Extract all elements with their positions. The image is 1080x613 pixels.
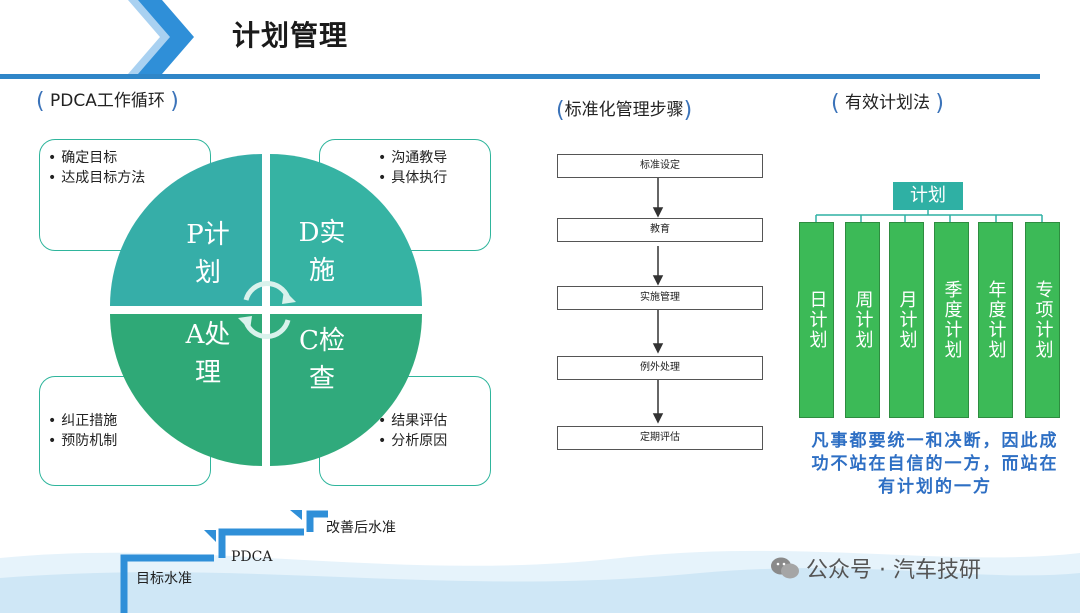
pdca-quadrant-p bbox=[110, 154, 262, 306]
list-item: 结果评估 bbox=[378, 411, 490, 431]
standardization-heading: (标准化管理步骤) bbox=[556, 98, 693, 123]
staircase-graphic bbox=[120, 510, 328, 613]
stair-label-target: 目标水准 bbox=[136, 571, 192, 587]
flow-step: 定期评估 bbox=[557, 426, 763, 450]
pdca-heading: ( PDCA工作循环 ) bbox=[36, 89, 179, 114]
pdca-label-p: P计划 bbox=[186, 220, 230, 288]
list-item: 具体执行 bbox=[378, 168, 490, 188]
list-item: 纠正措施 bbox=[48, 411, 210, 431]
list-item: 预防机制 bbox=[48, 431, 210, 451]
pdca-wheel bbox=[110, 154, 422, 466]
header-divider bbox=[0, 74, 1040, 79]
list-item: 沟通教导 bbox=[378, 148, 490, 168]
stair-label-pdca: PDCA bbox=[231, 549, 273, 565]
list-item: 达成目标方法 bbox=[48, 168, 158, 188]
effective-plan-heading: ( 有效计划法 ) bbox=[831, 91, 944, 116]
pdca-quadrant-c bbox=[270, 314, 422, 466]
plan-item: 年度计划 bbox=[978, 222, 1013, 418]
watermark-text: 公众号 · 汽车技研 bbox=[806, 558, 981, 583]
plan-item: 周计划 bbox=[845, 222, 880, 418]
quote-text: 凡事都要统一和决断，因此成功不站在自信的一方，而站在有计划的一方 bbox=[811, 431, 1059, 497]
watermark: 公众号 · 汽车技研 bbox=[770, 552, 981, 584]
pdca-label-c: C检查 bbox=[299, 326, 345, 394]
pdca-quadrant-a bbox=[110, 314, 262, 466]
flow-step: 实施管理 bbox=[557, 286, 763, 310]
header-chevron-icon bbox=[128, 0, 194, 74]
plan-item: 月计划 bbox=[889, 222, 924, 418]
plan-item: 季度计划 bbox=[934, 222, 969, 418]
flow-step: 教育 bbox=[557, 218, 763, 242]
flow-step: 标准设定 bbox=[557, 154, 763, 178]
flow-step: 例外处理 bbox=[557, 356, 763, 380]
wechat-icon bbox=[771, 557, 799, 579]
pdca-label-a: A处理 bbox=[185, 320, 231, 388]
tree-connectors bbox=[815, 209, 1043, 223]
flow-arrows bbox=[652, 176, 664, 424]
stair-label-improved: 改善后水准 bbox=[326, 520, 396, 536]
cycle-arrows-icon bbox=[243, 280, 291, 340]
wave-decoration bbox=[0, 550, 1080, 613]
pdca-quadrant-d bbox=[270, 154, 422, 306]
plan-item: 专项计划 bbox=[1025, 222, 1060, 418]
page-title: 计划管理 bbox=[232, 19, 349, 52]
list-item: 分析原因 bbox=[378, 431, 490, 451]
list-item: 确定目标 bbox=[48, 148, 158, 168]
plan-item: 日计划 bbox=[799, 222, 834, 418]
plan-root: 计划 bbox=[893, 182, 963, 210]
pdca-label-d: D实施 bbox=[298, 218, 346, 286]
